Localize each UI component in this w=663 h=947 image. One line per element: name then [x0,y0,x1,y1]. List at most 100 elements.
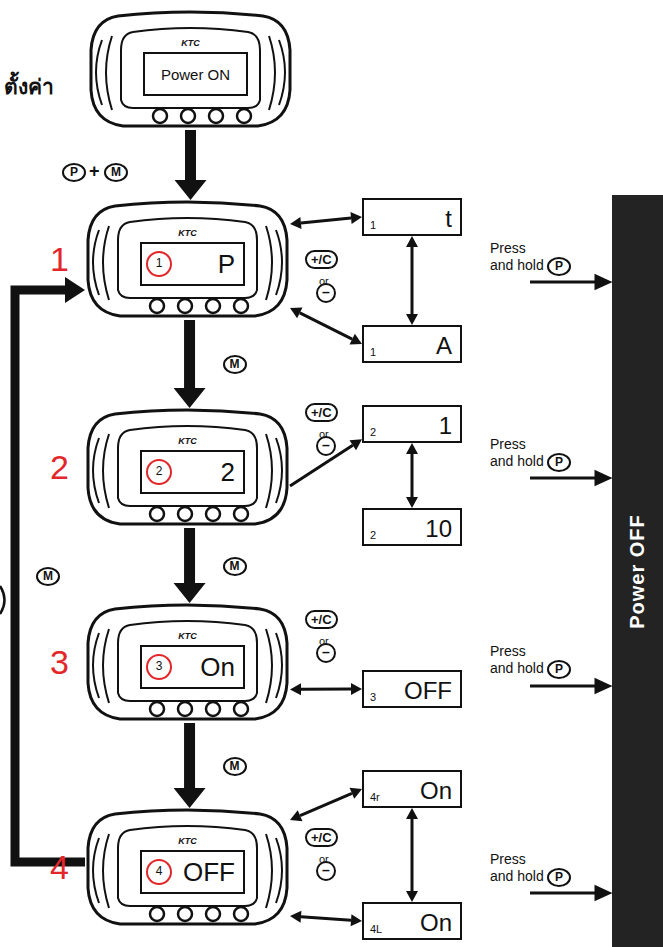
arrow-head [596,472,609,484]
cut-circle [0,586,5,614]
torque-wrench-display: KTC Power ON [88,10,293,130]
plus-clear-button: +/C [305,828,338,847]
lcd-screen: Power ON [143,52,248,96]
device-bezel [121,28,260,108]
label-holder: P [547,256,571,276]
button-symbol: P [547,660,571,679]
device-bezel [118,826,257,906]
label-holder: Press and hold [490,436,548,470]
label-holder: – [316,283,336,303]
device-button [150,907,164,921]
lcd-screen: 3 On [140,645,245,689]
menu-number: 2 [370,529,376,541]
menu-number: 3 [146,654,172,680]
arrow-head [350,439,362,450]
brand-logo: KTC [178,228,197,238]
power-off-band: Power OFF [612,195,663,947]
plus-clear-button: +/C [305,610,338,629]
minus-button: – [316,436,336,456]
arrow-head [175,180,207,200]
device-bezel [118,621,257,701]
label-holder: +/C [305,610,338,629]
logo-row: KTC [85,628,290,642]
brand-logo: KTC [178,436,197,446]
lcd-option-box: 4rOn [362,770,462,808]
screen-value: On [200,654,235,680]
menu-number: 1 [370,219,376,231]
device-button [206,907,220,921]
menu-number: 1 [146,251,172,277]
screen-value: OFF [183,859,235,885]
press-hold-note: Press and hold [490,851,548,885]
screen-value: P [218,251,235,277]
device-button [237,109,251,123]
screen-value: 2 [221,459,235,485]
device-button [234,299,248,313]
flow-arrow [290,911,362,926]
lcd-option-box: 3 OFF [362,670,462,708]
mode-button-label: M [223,757,247,776]
arrow-line [184,723,195,788]
flow-arrow [175,130,207,200]
brand-logo: KTC [178,836,197,846]
label-holder: Press and hold [490,240,548,274]
press-hold-note: Press and hold [490,240,548,274]
plus-clear-button: +/C [305,403,338,422]
step-number: 3 [50,643,69,681]
arrow-head [406,236,418,247]
device-grip [93,834,282,908]
label-holder: Press and hold [490,851,548,885]
arrow-line [411,454,414,497]
arrow-head [65,277,85,303]
brand-logo: KTC [181,38,200,48]
device-body [88,810,287,924]
device-button [178,299,192,313]
device-button [209,109,223,123]
arrow-head [290,683,301,695]
device-grip [93,226,282,300]
arrow-line [411,247,414,314]
flow-arrow [174,528,206,603]
device-button [153,109,167,123]
device-button [178,907,192,921]
arrow-head [290,810,302,821]
option-value: 10 [425,517,452,541]
arrow-head [406,314,418,325]
arrow-head [596,887,609,899]
device-button [178,507,192,521]
lcd-screen: 4OFF [140,850,245,894]
lcd-option-box: 4LOn [362,902,462,940]
label-holder: M [36,566,60,586]
label-holder: – [316,643,336,663]
menu-number: 3 [370,691,376,703]
device-button [206,507,220,521]
device-button [150,702,164,716]
device-body [88,605,287,719]
option-value: OFF [404,679,452,703]
label-holder: 2 [50,450,69,484]
screen-text: Power ON [161,66,230,83]
lcd-screen: 1P [140,242,245,286]
minus-button: – [316,861,336,881]
device-button [178,702,192,716]
arrow-line [301,688,351,691]
label-holder: +/C [305,403,338,422]
brand-logo: KTC [178,631,197,641]
torque-wrench-display: KTC 4OFF [85,808,290,928]
device-button [234,702,248,716]
arrow-line [184,528,195,583]
logo-row: KTC [85,833,290,847]
arrow-head [290,308,303,319]
flow-arrow [15,277,85,862]
arrow-head [596,680,609,692]
arrow-head [290,217,302,229]
device-body [88,202,287,316]
menu-number: 2 [146,459,172,485]
label-holder: – [316,436,336,456]
step-number: 1 [50,240,69,278]
flow-arrow [290,212,362,229]
label-holder: P [62,162,86,182]
option-value: t [445,207,452,231]
button-symbol: M [104,163,128,182]
arrow-head [406,808,418,819]
